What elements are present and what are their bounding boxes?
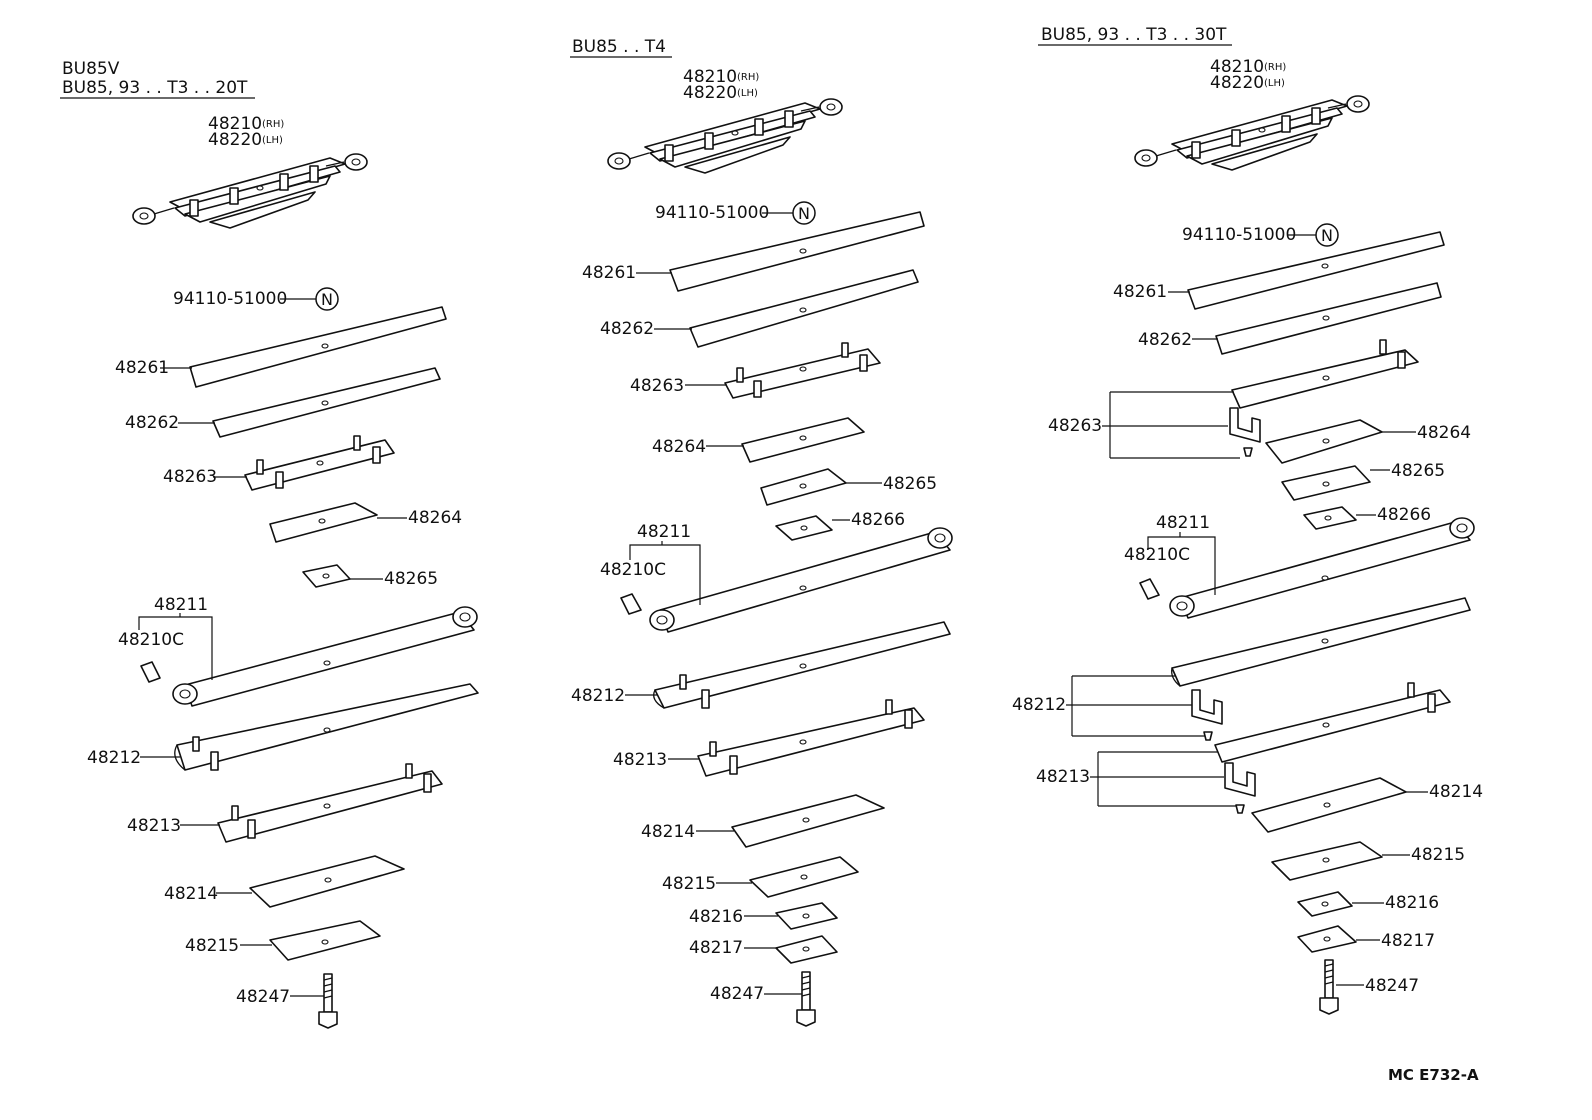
leaf-spring-assembly [132,153,368,229]
part-label-48247: 48247 [1365,976,1419,996]
leaf-48212 [1171,597,1471,687]
part-label-48215: 48215 [1411,845,1465,865]
part-label-48220: 48220 [208,130,262,150]
part-label-94110-51000: 94110-51000 [655,203,769,223]
side-label-lh: (LH) [1264,78,1285,89]
part-label-48212: 48212 [87,748,141,768]
center-bolt-48247 [796,971,816,1027]
part-label-48265: 48265 [384,569,438,589]
part-label-48261: 48261 [115,358,169,378]
center-bolt-48247 [318,973,338,1029]
part-label-48262: 48262 [600,319,654,339]
part-label-48214: 48214 [1429,782,1483,802]
rivet [1203,731,1213,741]
clip-48263 [1229,407,1261,443]
side-label-rh: (RH) [737,72,759,83]
part-label-48211: 48211 [154,595,208,615]
part-label-48220: 48220 [683,83,737,103]
part-label-48216: 48216 [689,907,743,927]
leaf-48213 [1214,689,1451,763]
part-label-48264: 48264 [408,508,462,528]
new-part-letter: N [321,290,333,309]
bushing-48210C [140,661,161,683]
part-label-48210C: 48210C [118,630,184,650]
leaf-48213 [697,707,925,777]
model-header-line-1: BU85, 93 . . T3 . . 30T [1041,25,1227,45]
side-label-rh: (RH) [1264,62,1286,73]
clip-48212 [1191,689,1223,725]
part-label-48266: 48266 [1377,505,1431,525]
part-label-48265: 48265 [1391,461,1445,481]
part-label-48220: 48220 [1210,73,1264,93]
leaf-48261 [669,211,925,292]
leaf-48263 [724,348,881,399]
part-label-48213: 48213 [1036,767,1090,787]
part-label-48210: 48210 [683,67,737,87]
leaf-spring-assembly [607,98,843,174]
part-label-48264: 48264 [1417,423,1471,443]
part-label-48210: 48210 [208,114,262,134]
drawing-code: MC E732-A [1388,1066,1479,1084]
bushing-48210C [1139,578,1160,600]
rivet [1235,804,1245,814]
part-label-48266: 48266 [851,510,905,530]
leaf-48261 [1187,231,1445,310]
main-leaf-48211 [1179,521,1471,619]
part-label-48213: 48213 [613,750,667,770]
rivet [1243,447,1253,457]
clip-48213 [1224,762,1256,797]
part-label-48215: 48215 [662,874,716,894]
new-part-mark-icon [1315,223,1339,247]
main-leaf-48211 [659,531,951,633]
part-label-48262: 48262 [1138,330,1192,350]
part-label-48213: 48213 [127,816,181,836]
part-label-94110-51000: 94110-51000 [1182,225,1296,245]
part-label-48261: 48261 [1113,282,1167,302]
part-label-48210C: 48210C [1124,545,1190,565]
part-label-48264: 48264 [652,437,706,457]
part-label-48265: 48265 [883,474,937,494]
new-part-letter: N [798,204,810,223]
part-label-48210C: 48210C [600,560,666,580]
part-label-48215: 48215 [185,936,239,956]
leaf-48212 [176,683,479,771]
new-part-letter: N [1321,226,1333,245]
part-label-48212: 48212 [571,686,625,706]
side-label-lh: (LH) [262,135,283,146]
part-label-48263: 48263 [163,467,217,487]
part-label-48261: 48261 [582,263,636,283]
leaf-spring-assembly [1134,95,1370,171]
part-label-48263: 48263 [630,376,684,396]
part-label-48217: 48217 [689,938,743,958]
part-label-48212: 48212 [1012,695,1066,715]
model-header-line-2: BU85, 93 . . T3 . . 20T [62,78,248,98]
center-bolt-48247 [1319,959,1339,1015]
new-part-mark-icon [315,287,339,311]
side-label-rh: (RH) [262,119,284,130]
part-label-94110-51000: 94110-51000 [173,289,287,309]
part-label-48211: 48211 [637,522,691,542]
model-header-line-1: BU85V [62,59,120,79]
part-label-48247: 48247 [710,984,764,1004]
leaf-48261 [189,306,447,388]
part-label-48247: 48247 [236,987,290,1007]
part-label-48263: 48263 [1048,416,1102,436]
part-label-48217: 48217 [1381,931,1435,951]
new-part-mark-icon [792,201,816,225]
part-label-48214: 48214 [641,822,695,842]
side-label-lh: (LH) [737,88,758,99]
part-label-48210: 48210 [1210,57,1264,77]
part-label-48262: 48262 [125,413,179,433]
bushing-48210C [620,593,642,615]
part-label-48216: 48216 [1385,893,1439,913]
part-label-48211: 48211 [1156,513,1210,533]
part-label-48214: 48214 [164,884,218,904]
model-header-line-1: BU85 . . T4 [572,37,666,57]
